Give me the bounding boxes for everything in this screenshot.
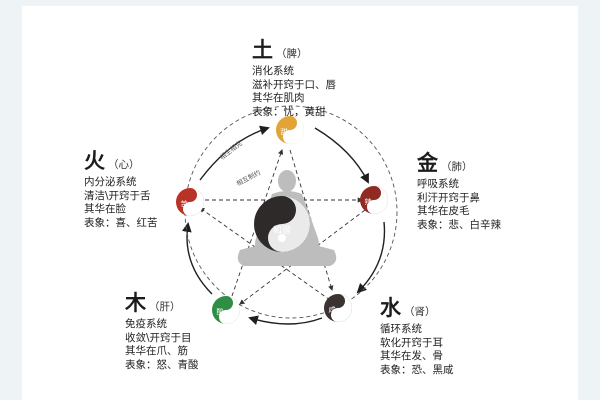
- earth-line: 其华在肌肉: [252, 92, 305, 104]
- center-yin-yang-symbol: 和谐: [254, 196, 310, 252]
- metal-line: 呼吸系统: [417, 178, 459, 190]
- element-earth: 土 （脾） 消化系统 滋补开窍于口、唇 其华在肌肉 表象：忧，黄甜: [252, 40, 336, 119]
- wood-line: 免疫系统: [125, 318, 167, 330]
- wood-line: 表象：怒、青酸: [125, 358, 199, 371]
- fire-line: 表象：喜、红苦: [84, 216, 158, 229]
- earth-line: 表象：忧，黄甜: [252, 105, 326, 118]
- metal-organ: （肺）: [441, 161, 473, 173]
- fire-symbol: 苦: [176, 188, 204, 216]
- wood-symbol: 酸: [212, 296, 240, 324]
- element-metal: 金 （肺） 呼吸系统 利汗开窍于鼻 其华在皮毛 表象：悲、白辛辣: [417, 153, 501, 232]
- water-symbol: 咸: [324, 294, 352, 322]
- earth-line: 滋补开窍于口、唇: [252, 78, 336, 91]
- earth-char: 土: [252, 38, 273, 62]
- earth-symbol-label: 甜: [281, 127, 288, 136]
- metal-line: 利汗开窍于鼻: [417, 191, 480, 204]
- annotation-controlling: 相互制约: [235, 168, 262, 188]
- earth-line: 消化系统: [252, 65, 294, 77]
- fire-line: 其华在脸: [84, 203, 126, 215]
- fire-line: 清洁\开窍于舌: [84, 189, 151, 202]
- metal-symbol: 辣: [360, 186, 388, 214]
- wood-symbol-label: 酸: [217, 307, 224, 316]
- cycle-arrow-water-wood: [248, 315, 323, 325]
- fire-symbol-label: 苦: [181, 199, 188, 208]
- earth-symbol: 甜: [276, 116, 304, 144]
- water-symbol-label: 咸: [329, 305, 336, 314]
- water-line: 表象：恐、黑咸: [380, 363, 454, 376]
- cycle-arrow-earth-metal: [314, 127, 369, 184]
- metal-char: 金: [417, 151, 438, 175]
- fire-line: 内分泌系统: [84, 176, 137, 188]
- water-line: 其华在发、骨: [380, 350, 443, 362]
- cycle-arrow-fire-earth: [199, 125, 270, 181]
- center-label: 和谐: [273, 225, 291, 236]
- wood-char: 木: [125, 291, 146, 315]
- wood-organ: （肝）: [149, 301, 181, 313]
- element-water: 水 （肾） 循环系统 软化开窍于耳 其华在发、骨 表象：恐、黑咸: [380, 298, 454, 377]
- fire-organ: （心）: [108, 159, 140, 171]
- water-organ: （肾）: [404, 306, 436, 318]
- cycle-arrow-wood-fire: [181, 222, 213, 295]
- fire-char: 火: [84, 149, 105, 173]
- water-char: 水: [380, 296, 401, 320]
- water-line: 循环系统: [380, 323, 422, 335]
- metal-line: 其华在皮毛: [417, 205, 470, 217]
- wood-line: 其华在爪、筋: [125, 345, 188, 357]
- water-line: 软化开窍于耳: [380, 336, 443, 349]
- metal-symbol-label: 辣: [365, 197, 372, 206]
- wood-line: 收敛\开窍于目: [125, 331, 192, 344]
- element-wood: 木 （肝） 免疫系统 收敛\开窍于目 其华在爪、筋 表象：怒、青酸: [125, 293, 199, 372]
- annotation-generating: 相生相克: [218, 138, 244, 161]
- metal-line: 表象：悲、白辛辣: [417, 218, 501, 231]
- cycle-arrow-metal-water: [356, 221, 386, 294]
- earth-organ: （脾）: [276, 48, 308, 60]
- element-fire: 火 （心） 内分泌系统 清洁\开窍于舌 其华在脸 表象：喜、红苦: [84, 151, 158, 230]
